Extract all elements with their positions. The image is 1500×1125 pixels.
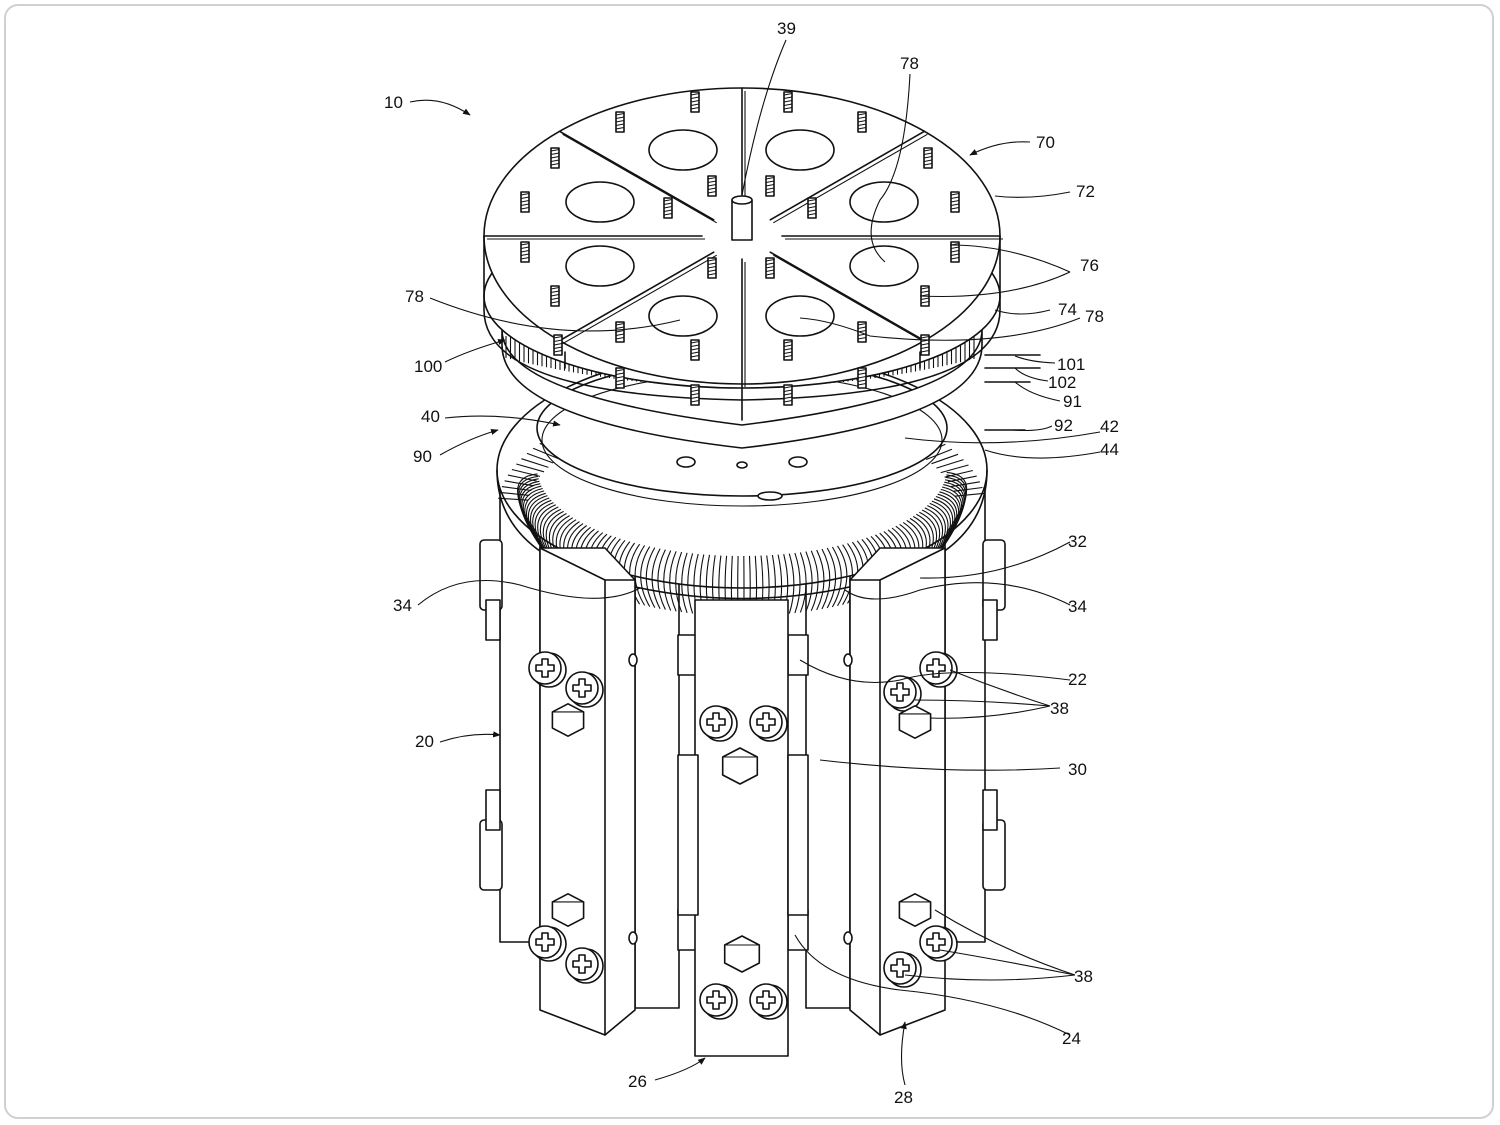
label-76: 76 [1080, 256, 1099, 275]
label-44: 44 [1100, 440, 1119, 459]
label-70: 70 [1036, 133, 1055, 152]
label-100: 100 [414, 357, 442, 376]
label-39: 39 [777, 19, 796, 38]
label-10: 10 [384, 93, 403, 112]
label-78-right: 78 [1085, 307, 1104, 326]
front-columns [539, 547, 946, 1057]
label-72: 72 [1076, 182, 1095, 201]
reference-labels: 10 39 78 70 72 76 74 78 78 100 101 102 9… [384, 19, 1119, 1107]
label-38-top: 38 [1050, 699, 1069, 718]
label-34-right: 34 [1068, 597, 1087, 616]
label-26: 26 [628, 1072, 647, 1091]
label-101: 101 [1057, 355, 1085, 374]
label-102: 102 [1048, 373, 1076, 392]
label-32: 32 [1068, 532, 1087, 551]
label-40: 40 [421, 407, 440, 426]
label-91: 91 [1063, 392, 1082, 411]
label-34-left: 34 [393, 596, 412, 615]
label-90: 90 [413, 447, 432, 466]
label-38-bottom: 38 [1074, 967, 1093, 986]
label-92: 92 [1054, 416, 1073, 435]
label-20: 20 [415, 732, 434, 751]
label-30: 30 [1068, 760, 1087, 779]
fasteners [528, 651, 958, 1020]
label-28: 28 [894, 1088, 913, 1107]
label-42: 42 [1100, 417, 1119, 436]
top-plates [483, 87, 1041, 431]
label-22: 22 [1068, 670, 1087, 689]
leader-lines [409, 39, 1101, 1086]
label-78-top: 78 [900, 54, 919, 73]
label-24: 24 [1062, 1029, 1081, 1048]
label-78-left: 78 [405, 287, 424, 306]
label-74: 74 [1058, 300, 1077, 319]
